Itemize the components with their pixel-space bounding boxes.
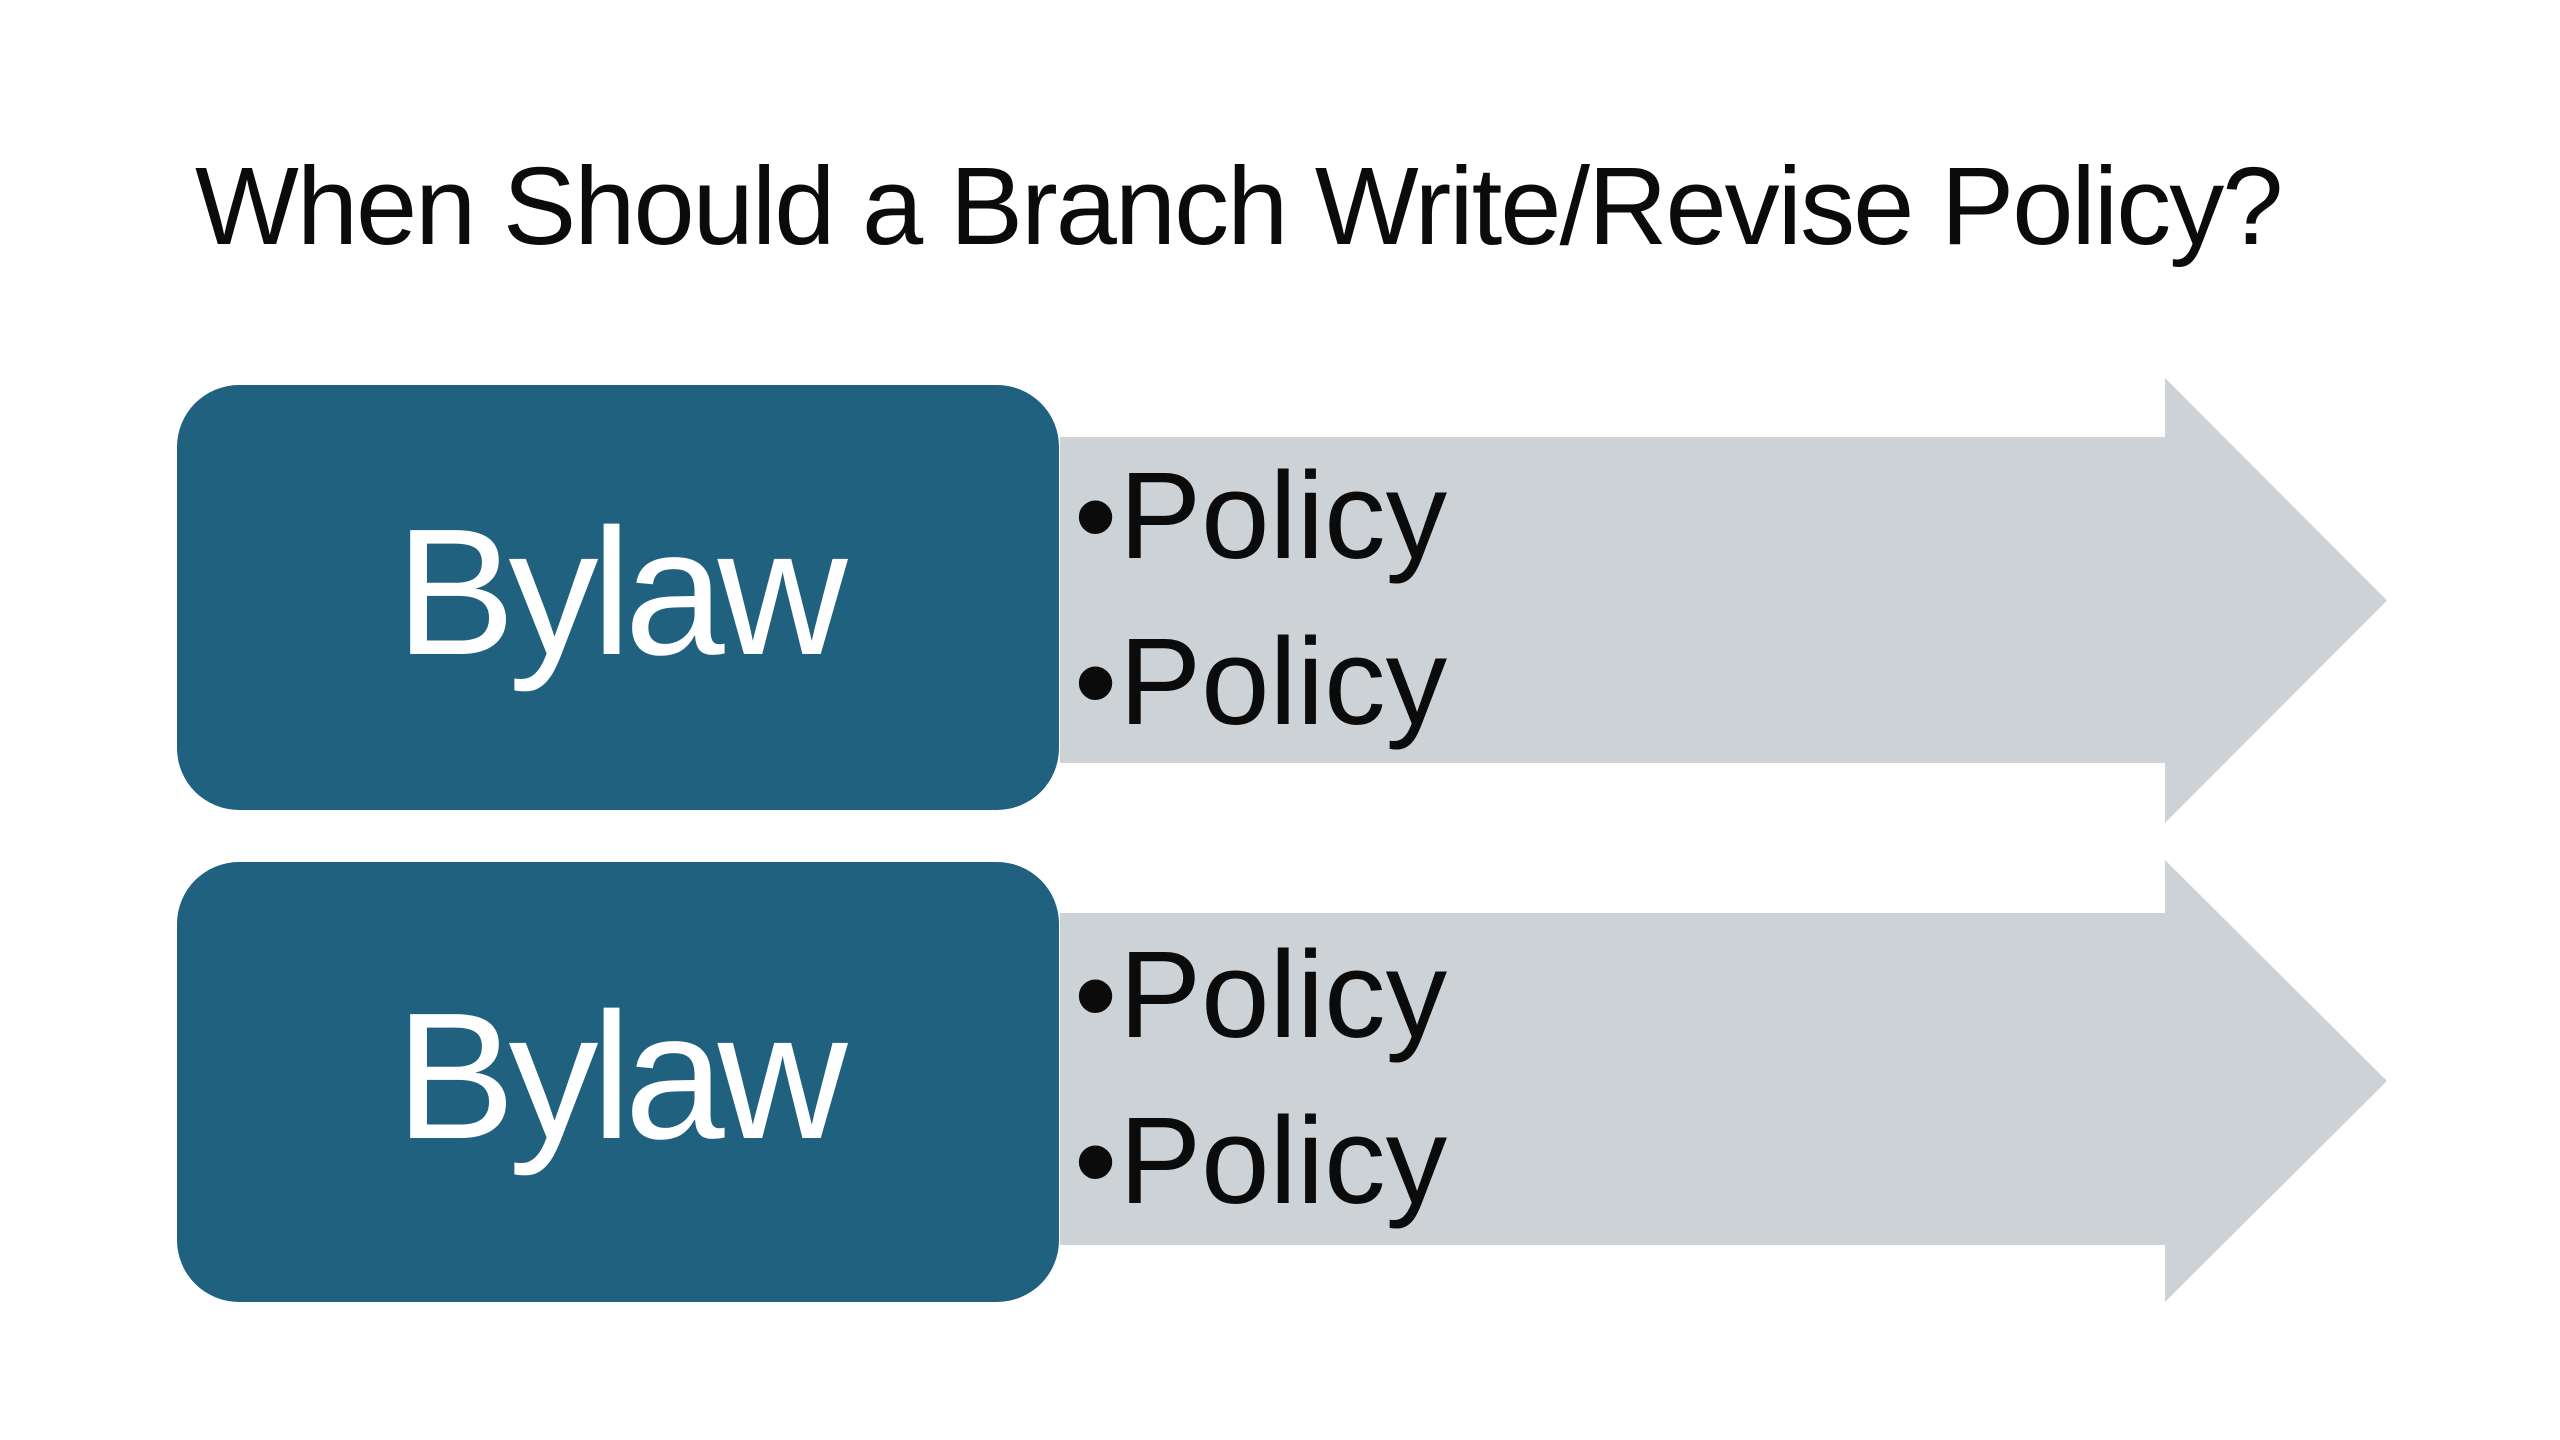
arrow-head-icon xyxy=(2165,378,2387,823)
bullet-line: •Policy xyxy=(1074,913,2165,1079)
bylaw-box-1: Bylaw xyxy=(177,385,1059,810)
bylaw-label: Bylaw xyxy=(395,976,847,1177)
bylaw-label: Bylaw xyxy=(395,491,847,693)
bullet-label: Policy xyxy=(1119,448,1448,585)
bullet-label: Policy xyxy=(1119,1093,1448,1230)
bullet-line: •Policy xyxy=(1074,1079,2165,1245)
process-arrow-body-1: •Policy •Policy xyxy=(1060,437,2165,763)
bullet-dot-icon: • xyxy=(1074,1093,1118,1230)
bylaw-box-2: Bylaw xyxy=(177,862,1059,1302)
bullet-label: Policy xyxy=(1119,614,1448,751)
bullet-dot-icon: • xyxy=(1074,614,1118,751)
bullet-dot-icon: • xyxy=(1074,448,1118,585)
bullet-label: Policy xyxy=(1119,927,1448,1064)
slide-title: When Should a Branch Write/Revise Policy… xyxy=(195,145,2283,268)
bullet-dot-icon: • xyxy=(1074,927,1118,1064)
process-arrow-body-2: •Policy •Policy xyxy=(1060,913,2165,1245)
arrow-head-icon xyxy=(2165,860,2387,1302)
bullet-line: •Policy xyxy=(1074,434,2165,600)
bullet-line: •Policy xyxy=(1074,600,2165,766)
